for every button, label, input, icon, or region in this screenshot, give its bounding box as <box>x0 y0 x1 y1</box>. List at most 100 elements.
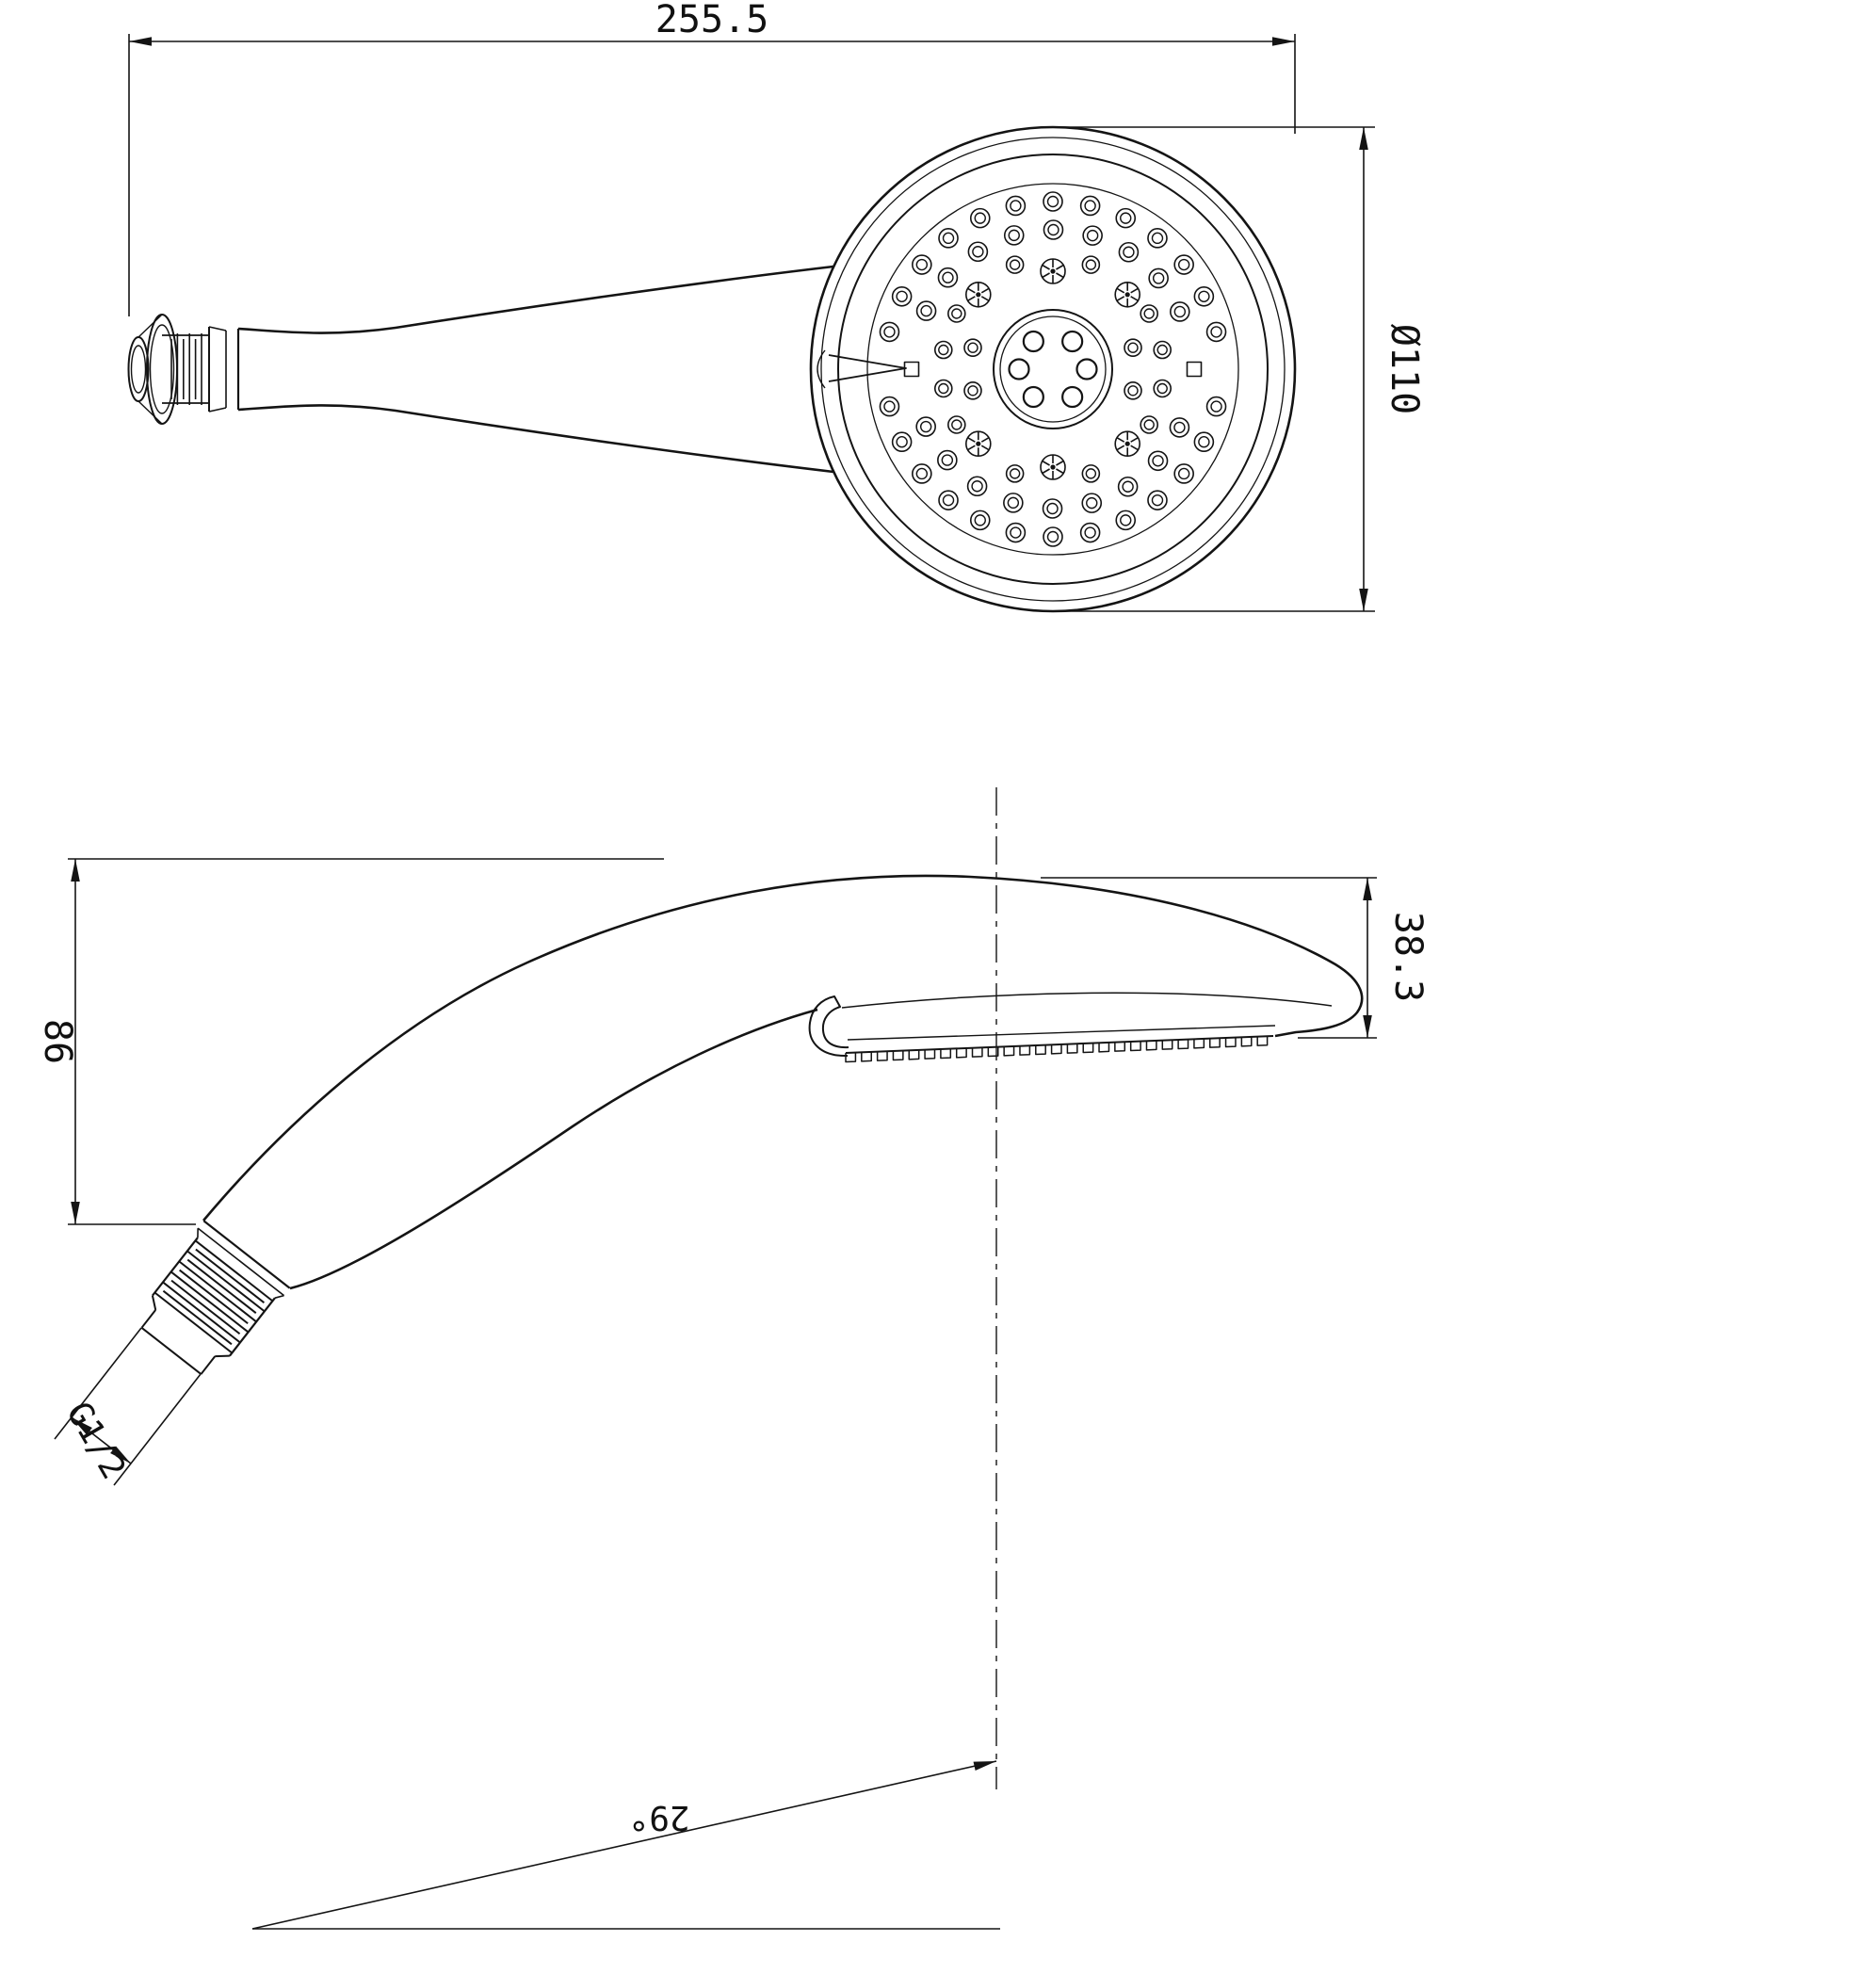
nozzle <box>938 490 959 510</box>
thread-ridge <box>186 1250 266 1313</box>
nozzle <box>1169 417 1190 438</box>
dimension-line <box>71 1416 132 1464</box>
lever-wedge <box>828 354 907 382</box>
nozzle <box>1193 285 1215 307</box>
nozzle-inner <box>1047 223 1059 236</box>
face-nozzle <box>1193 1038 1205 1049</box>
nozzle-inner <box>919 420 932 433</box>
massage-nozzle-spoke <box>1130 296 1139 301</box>
face-nozzle-teeth <box>845 1036 1269 1063</box>
connector-collar-line <box>197 1227 285 1297</box>
face-nozzle <box>1240 1036 1253 1047</box>
face-nozzle <box>1256 1036 1269 1046</box>
head-outer-rim <box>809 125 1297 613</box>
nozzle-inner <box>1143 419 1155 430</box>
nozzle-inner <box>1009 468 1021 479</box>
nozzle-inner <box>1010 526 1022 539</box>
thread-ridge <box>178 1260 257 1323</box>
nozzle <box>1173 254 1194 275</box>
nozzle-inner <box>1198 290 1210 302</box>
nozzle-inner <box>1007 496 1020 510</box>
nozzle-inner <box>1010 200 1022 212</box>
massage-nozzle-spoke <box>967 296 976 301</box>
massage-nozzle-spoke <box>1042 468 1050 474</box>
nozzle-inner <box>1177 258 1190 271</box>
face-nozzle <box>1050 1044 1062 1055</box>
nozzle <box>1148 267 1169 289</box>
face-nozzle <box>1114 1042 1126 1052</box>
nozzle <box>1205 396 1227 417</box>
nozzle-inner <box>1198 436 1210 448</box>
hub-hole <box>1075 358 1098 380</box>
nozzle <box>1193 431 1215 453</box>
spray-lever-top <box>817 349 907 389</box>
nozzle <box>1079 195 1101 217</box>
end-nipple-bottom <box>200 1355 217 1375</box>
face-nozzle <box>1066 1044 1078 1054</box>
nozzle <box>1147 450 1169 472</box>
nozzle <box>891 431 913 453</box>
thread-ridge <box>179 1269 249 1325</box>
nozzle <box>912 463 932 484</box>
nozzle-inner <box>1127 385 1139 396</box>
nozzle-inner <box>1084 200 1096 212</box>
nozzle-inner <box>1173 305 1187 318</box>
nozzle-inner <box>1210 400 1222 413</box>
angle-line <box>251 1760 997 1930</box>
nozzle <box>1042 498 1063 519</box>
face-nozzle <box>845 1052 857 1063</box>
nozzle-inner <box>1156 382 1168 395</box>
nozzle-inner <box>967 342 978 353</box>
nozzle <box>891 285 913 307</box>
connector-step <box>208 326 227 332</box>
dimension-head-thickness: 38.3 <box>1041 877 1430 1039</box>
massage-nozzle <box>1040 258 1066 284</box>
lever-arc <box>817 349 826 389</box>
massage-nozzle-spoke <box>1042 461 1050 466</box>
face-nozzle <box>908 1049 920 1060</box>
nozzle <box>1124 380 1142 400</box>
massage-nozzle <box>1114 430 1140 457</box>
dim-label-handle-angle: 29° <box>628 1798 689 1836</box>
nozzle <box>1115 207 1137 229</box>
face-nozzle <box>1145 1040 1157 1051</box>
nozzle-inner <box>974 514 986 526</box>
face-nozzle <box>1082 1043 1094 1054</box>
nozzle <box>1147 228 1168 249</box>
dimension-overall-length: 255.5 <box>128 0 1296 316</box>
nozzle <box>1153 340 1172 360</box>
face-nozzle <box>876 1051 888 1061</box>
massage-nozzle-spoke <box>1056 461 1064 466</box>
nozzle-inner <box>1152 272 1165 284</box>
thread-ridge <box>170 1270 250 1334</box>
square-nozzle <box>1186 361 1203 378</box>
massage-nozzle-center <box>1124 441 1130 446</box>
nozzle <box>1115 510 1137 531</box>
nozzle-inner <box>974 212 986 224</box>
thread-ridge <box>195 1248 266 1303</box>
nozzle <box>1170 301 1190 322</box>
nozzle <box>937 449 958 471</box>
connector-step <box>208 407 227 413</box>
face-nozzle <box>1208 1038 1221 1048</box>
nozzle <box>969 207 991 229</box>
nozzle-inner <box>942 494 955 507</box>
massage-nozzle-spoke <box>1042 265 1050 270</box>
nozzle-grid <box>879 191 1227 547</box>
handle-bottom-edge <box>237 404 834 474</box>
nozzle <box>937 267 959 288</box>
end-taper <box>151 1295 157 1311</box>
nozzle <box>963 380 982 400</box>
massage-nozzle <box>965 430 992 457</box>
nozzle-inner <box>1122 480 1134 493</box>
thread-top-line <box>152 1237 199 1297</box>
nozzle-inner <box>951 308 962 319</box>
thread-bottom-line <box>229 1297 276 1357</box>
nozzle-inner <box>951 419 962 430</box>
nozzle-inner <box>1086 496 1098 510</box>
cone-silhouette-bottom <box>137 400 163 425</box>
nozzle <box>915 416 936 437</box>
end-nipple-top <box>140 1309 157 1329</box>
face-nozzle <box>1224 1037 1237 1048</box>
